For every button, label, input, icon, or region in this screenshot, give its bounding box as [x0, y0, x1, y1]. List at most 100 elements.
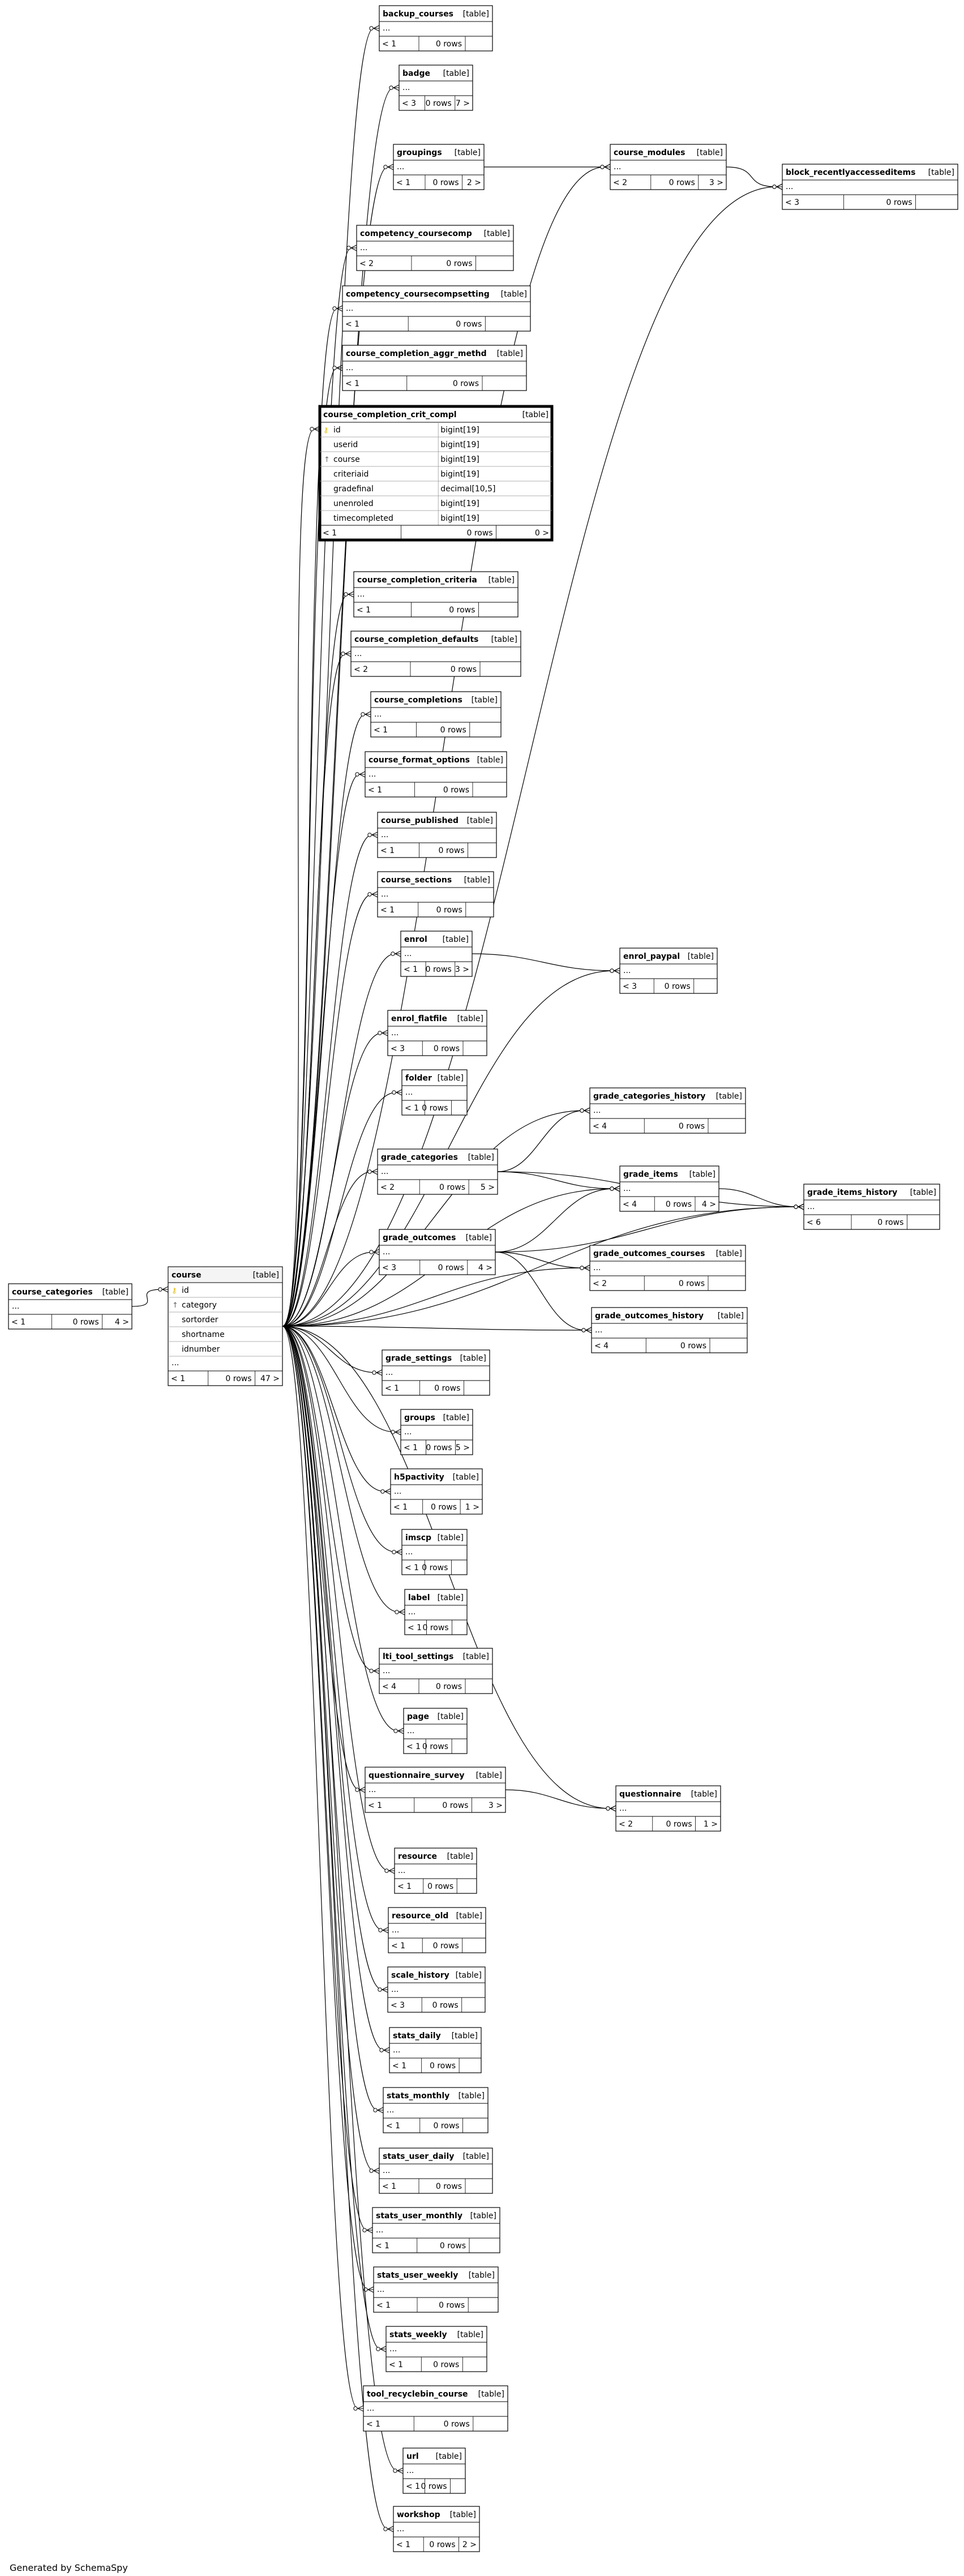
parent-count[interactable]: < 1 [374, 726, 388, 735]
parent-count[interactable]: < 1 [393, 1503, 408, 1512]
parent-count[interactable]: < 1 [391, 1941, 405, 1951]
parent-count[interactable]: < 1 [406, 2482, 420, 2491]
parent-count[interactable]: < 1 [375, 2241, 389, 2251]
parent-count[interactable]: < 1 [396, 2540, 410, 2549]
parent-count[interactable]: < 1 [368, 786, 382, 795]
parent-count[interactable]: < 3 [785, 198, 799, 207]
parent-count[interactable]: < 1 [397, 1882, 412, 1891]
child-count[interactable]: 47 > [260, 1374, 280, 1383]
parent-count[interactable]: < 2 [354, 665, 368, 674]
parent-count[interactable]: < 1 [345, 379, 359, 388]
parent-count[interactable]: < 3 [402, 99, 416, 108]
parent-count[interactable]: < 1 [366, 2420, 380, 2429]
parent-count[interactable]: < 1 [368, 1801, 382, 1810]
parent-count[interactable]: < 1 [380, 846, 395, 855]
parent-count[interactable]: < 1 [345, 320, 359, 329]
parent-count[interactable]: < 1 [382, 40, 396, 49]
parent-count[interactable]: < 1 [405, 1104, 419, 1113]
child-count[interactable]: 4 > [702, 1200, 716, 1209]
child-count[interactable]: 3 > [489, 1801, 503, 1810]
parent-count[interactable]: < 4 [382, 1682, 396, 1691]
parent-count[interactable]: < 1 [392, 2061, 406, 2071]
parent-count[interactable]: < 1 [380, 906, 395, 915]
parent-count[interactable]: < 2 [380, 1183, 395, 1192]
parent-count[interactable]: < 4 [594, 1341, 609, 1351]
parent-count[interactable]: < 1 [171, 1374, 185, 1383]
child-count[interactable]: 0 > [535, 529, 549, 538]
child-count[interactable]: 2 > [467, 178, 481, 187]
child-count[interactable]: 3 > [709, 178, 723, 187]
table-course[interactable]: course[table]⚷id↑categorysortordershortn… [168, 1266, 283, 1386]
parent-count[interactable]: < 1 [405, 1563, 419, 1572]
parent-count[interactable]: < 3 [382, 1263, 396, 1272]
parent-count[interactable]: < 1 [404, 1443, 418, 1452]
child-count[interactable]: 1 > [465, 1503, 479, 1512]
parent-count[interactable]: < 1 [406, 1742, 421, 1751]
parent-count[interactable]: < 1 [376, 2301, 391, 2310]
parent-count[interactable]: < 1 [382, 2182, 396, 2191]
parent-count[interactable]: < 3 [623, 982, 637, 991]
parent-count[interactable]: < 1 [408, 1623, 422, 1632]
parent-count[interactable]: < 2 [613, 178, 627, 187]
parent-count[interactable]: < 1 [385, 1384, 399, 1393]
parent-count[interactable]: < 3 [391, 1044, 405, 1053]
parent-count[interactable]: < 2 [619, 1820, 633, 1829]
table-course-completion-aggr-methd[interactable]: course_completion_aggr_methd[table]...< … [342, 345, 527, 391]
child-count[interactable]: 4 > [478, 1263, 492, 1272]
table-block-recentlyaccesseditems[interactable]: block_recentlyaccesseditems[table]...< 3… [782, 164, 958, 210]
table-competency-coursecompsetting[interactable]: competency_coursecompsetting[table]...< … [342, 285, 531, 332]
parent-count[interactable]: < 1 [404, 965, 418, 974]
parent-count[interactable]: < 1 [323, 529, 337, 538]
parent-count[interactable]: < 6 [807, 1218, 821, 1227]
parent-count[interactable]: < 3 [391, 2001, 405, 2010]
child-count[interactable]: 5 > [456, 1443, 470, 1452]
parent-count[interactable]: < 2 [359, 259, 374, 268]
child-count[interactable]: 3 > [455, 965, 469, 974]
parent-count[interactable]: < 1 [396, 178, 410, 187]
parent-count[interactable]: < 4 [623, 1200, 637, 1209]
parent-count[interactable]: < 1 [386, 2121, 400, 2131]
parent-count[interactable]: < 4 [593, 1122, 607, 1131]
child-count[interactable]: 1 > [704, 1820, 718, 1829]
child-count[interactable]: 4 > [115, 1318, 129, 1327]
